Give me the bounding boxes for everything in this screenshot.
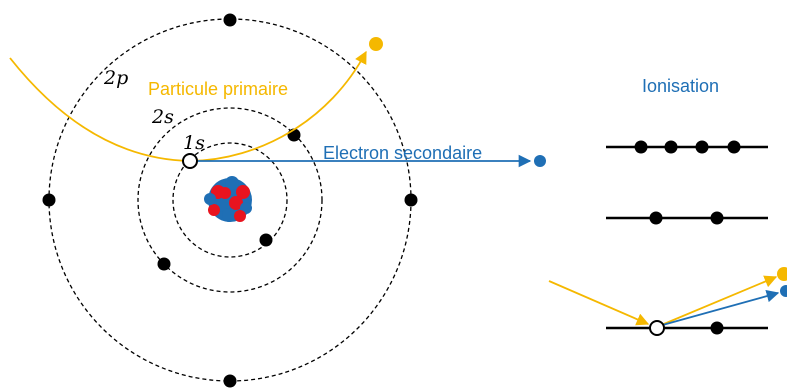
outgoing-secondary-arrow xyxy=(658,289,780,327)
electron-2p-left xyxy=(42,193,56,207)
orbit-2s xyxy=(137,107,323,293)
electron-2p-bottom xyxy=(223,374,237,388)
orbit-1s xyxy=(172,142,288,258)
electron-2p-top xyxy=(223,13,237,27)
label-secondary-electron: Electron secondaire xyxy=(323,143,482,163)
outgoing-primary-arrow xyxy=(658,275,778,327)
electron-2p-right xyxy=(404,193,418,207)
label-2s: 2s xyxy=(151,106,174,128)
electron-2s-bottom xyxy=(157,257,171,271)
label-1s: 1s xyxy=(183,132,205,154)
outgoing-secondary-electron xyxy=(780,285,787,297)
primary-particle xyxy=(369,37,383,51)
outgoing-primary-particle xyxy=(777,267,787,281)
level-bottom xyxy=(606,321,768,335)
level-middle xyxy=(606,211,768,225)
ionisation-panel: Ionisation xyxy=(548,76,787,336)
secondary-electron xyxy=(534,155,546,167)
incoming-primary-arrow xyxy=(548,280,650,326)
ionisation-title: Ionisation xyxy=(642,76,719,96)
vacancy-bottom-level xyxy=(649,320,665,336)
label-primary-particle: Particule primaire xyxy=(148,79,288,99)
level-top xyxy=(606,140,768,154)
label-2p: 2p xyxy=(103,67,128,89)
electron-1s xyxy=(259,233,273,247)
vacancy-1s xyxy=(182,153,198,169)
nucleus xyxy=(204,176,252,222)
atom: 2p 2s 1s Particule primaire Electron sec… xyxy=(9,13,546,388)
